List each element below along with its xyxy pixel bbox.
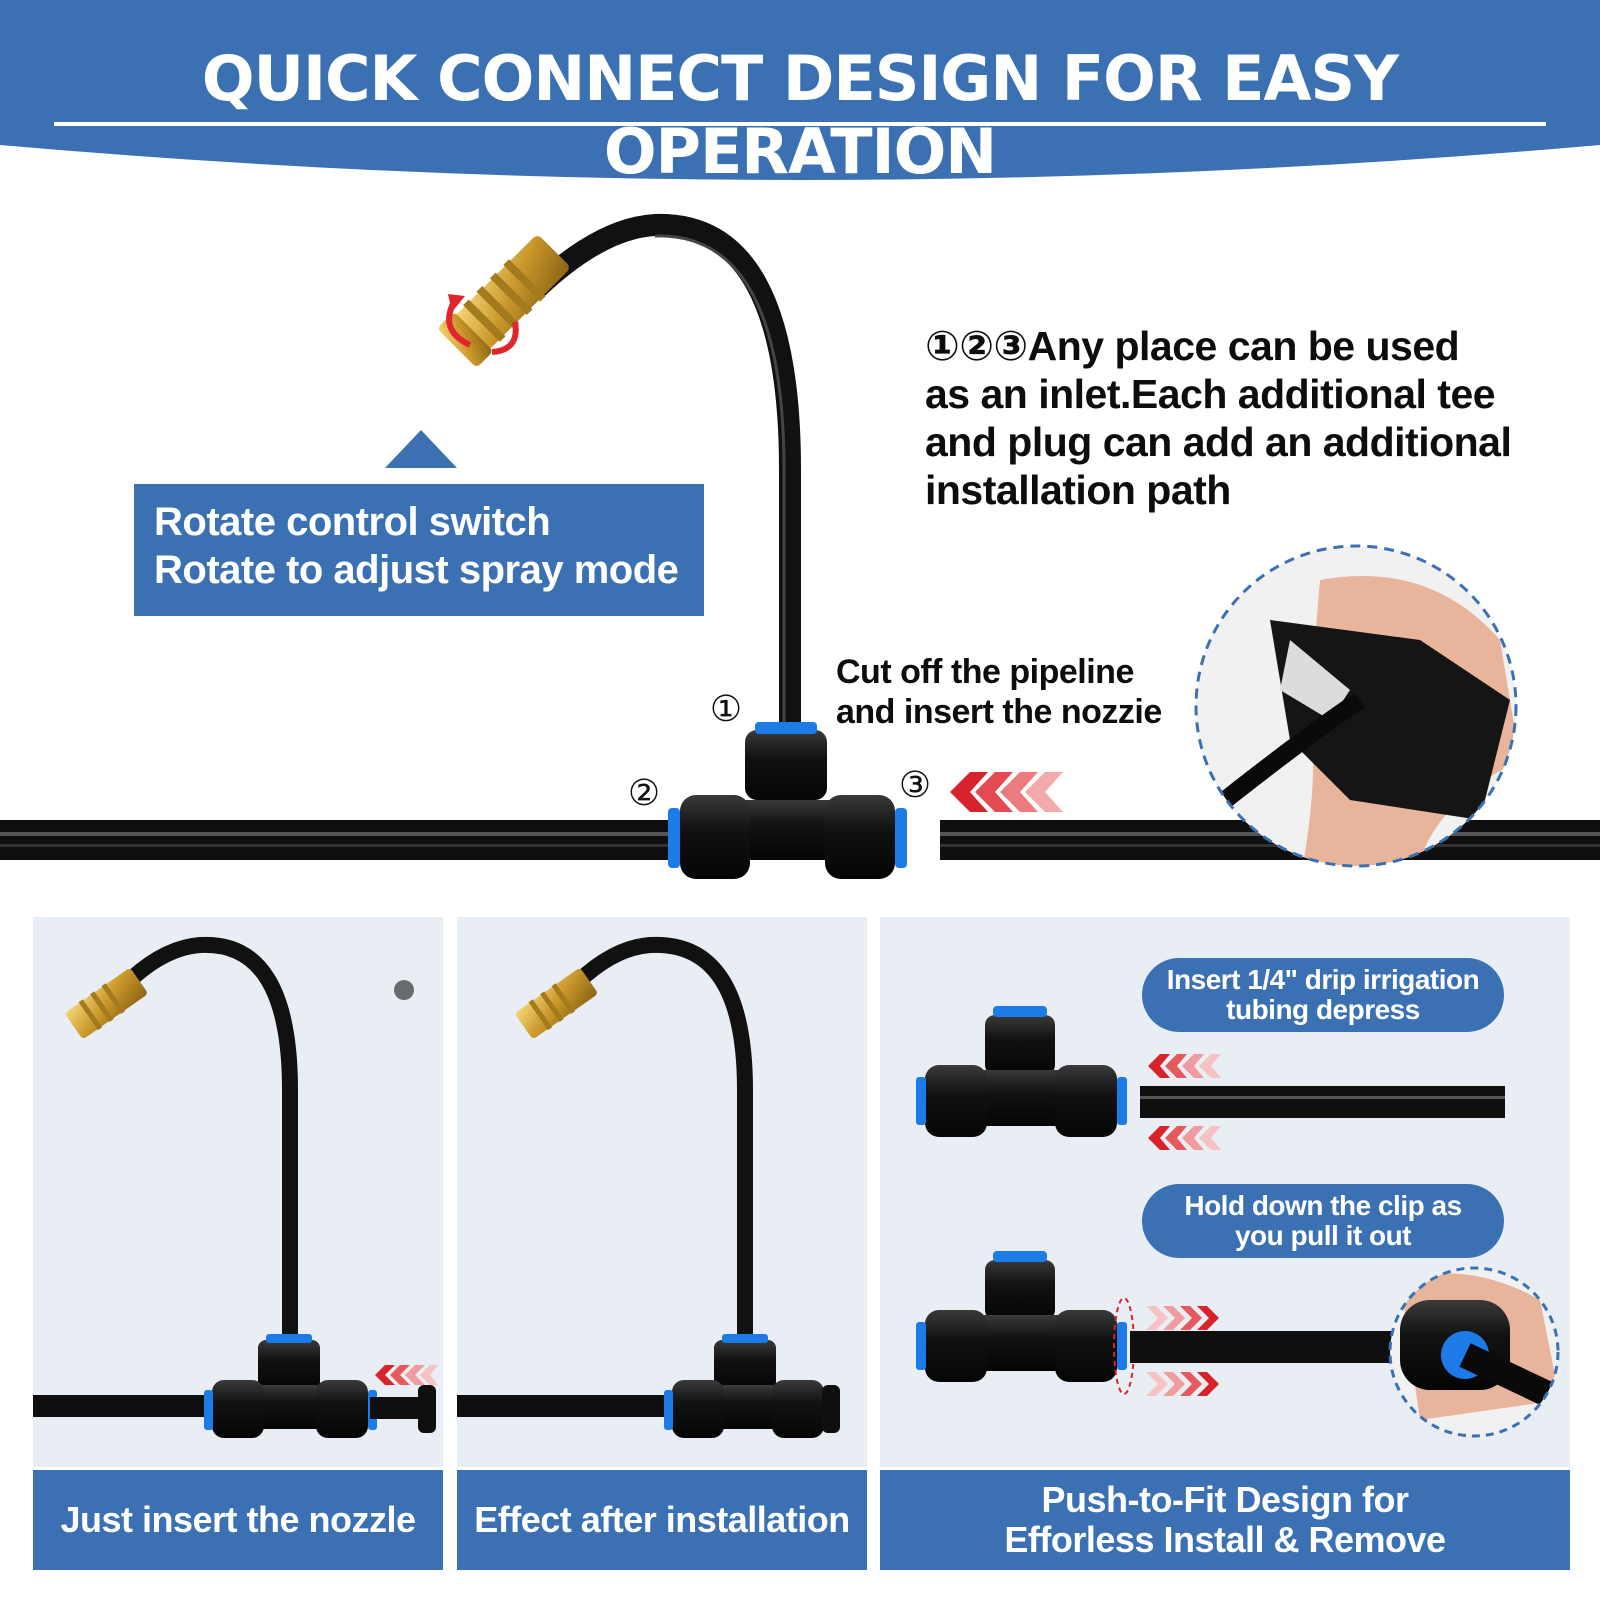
callout-line-1: Rotate control switch — [154, 500, 551, 544]
caption-text-line-1: Push-to-Fit Design for — [1041, 1479, 1409, 1520]
brass-nozzle-icon — [438, 236, 569, 367]
info-line: as an inlet.Each additional tee — [925, 371, 1496, 417]
port-2-label: ② — [627, 772, 661, 813]
caption-text: Effect after installation — [474, 1499, 850, 1540]
port-3-label: ③ — [898, 764, 932, 805]
cut-line: and insert the nozzie — [836, 693, 1162, 731]
inlet-info-text: ①②③Any place can be used as an inlet.Eac… — [925, 322, 1565, 514]
rotate-callout: Rotate control switch Rotate to adjust s… — [134, 484, 704, 616]
riser-hose — [524, 213, 801, 741]
triangle-pointer-icon — [385, 430, 457, 468]
right-panel-remove-illustration — [916, 1251, 1560, 1438]
pill-hold-line-1: Hold down the clip as — [1184, 1190, 1462, 1221]
header-banner — [0, 0, 1600, 180]
main-tube-left — [0, 820, 670, 860]
pipe-cutter-inset — [1194, 544, 1518, 868]
page-title: QUICK CONNECT DESIGN FOR EASY OPERATION — [201, 42, 1399, 188]
pill-insert-line-1: Insert 1/4" drip irrigation — [1166, 964, 1480, 995]
rotate-arrow-icon — [446, 294, 519, 355]
tee-connector-main — [668, 722, 907, 879]
right-panel-insert-illustration — [916, 1006, 1505, 1150]
insert-tubing-pill: Insert 1/4" drip irrigation tubing depre… — [1142, 958, 1504, 1032]
pill-insert-line-2: tubing depress — [1226, 994, 1420, 1025]
middle-panel-illustration — [457, 936, 840, 1438]
insert-arrows-icon — [950, 772, 1063, 812]
caption-text: Just insert the nozzle — [60, 1499, 416, 1540]
info-line: ①②③Any place can be used — [925, 323, 1460, 369]
info-line: installation path — [925, 467, 1231, 513]
middle-panel-caption: Effect after installation — [457, 1470, 867, 1570]
info-line: and plug can add an additional — [925, 419, 1512, 465]
title-underline — [54, 122, 1546, 126]
callout-line-2: Rotate to adjust spray mode — [154, 548, 679, 592]
left-panel-illustration — [33, 936, 438, 1438]
right-panel-caption: Push-to-Fit Design for Efforless Install… — [880, 1470, 1570, 1570]
port-1-label: ① — [709, 688, 743, 729]
pill-hold-line-2: you pull it out — [1234, 1220, 1412, 1251]
cut-line: Cut off the pipeline — [836, 653, 1134, 691]
caption-text-line-2: Efforless Install & Remove — [1004, 1519, 1446, 1560]
hold-clip-pill: Hold down the clip as you pull it out — [1142, 1184, 1504, 1258]
left-panel-caption: Just insert the nozzle — [33, 1470, 443, 1570]
cut-instruction-text: Cut off the pipeline and insert the nozz… — [836, 652, 1196, 732]
